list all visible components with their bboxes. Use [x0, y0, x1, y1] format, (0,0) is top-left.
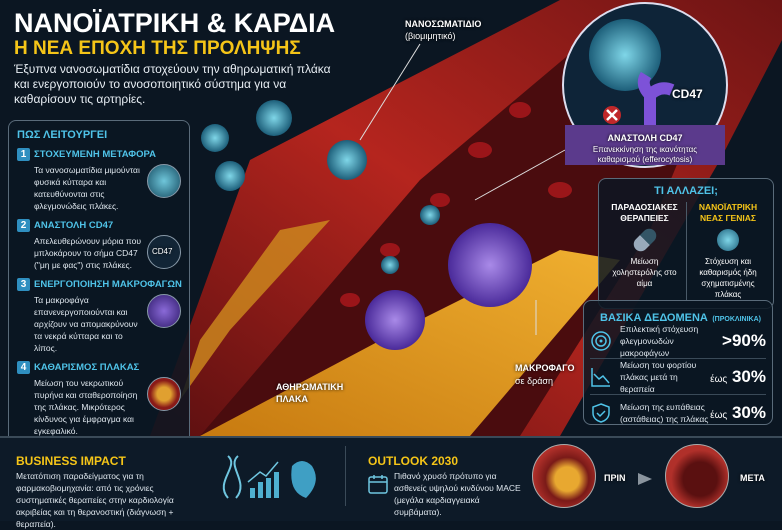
after-artery-image — [665, 444, 729, 508]
trend-down-icon — [591, 367, 610, 387]
traditional-text: Μείωση χοληστερόλης στο αίμα — [612, 257, 677, 288]
plaque-thumb — [147, 377, 181, 411]
how-title: ΠΩΣ ΛΕΙΤΟΥΡΓΕΙ — [17, 129, 108, 141]
change-title: ΤΙ ΑΛΛΑΖΕΙ; — [654, 185, 718, 197]
nanoparticle-thumb — [147, 164, 181, 198]
arrow-icon — [638, 473, 652, 485]
what-changes-panel: ΤΙ ΑΛΛΑΖΕΙ; ΠΑΡΑΔΟΣΙΑΚΕΣ ΘΕΡΑΠΕΙΕΣ Μείωσ… — [598, 178, 774, 309]
cd47-thumb: CD47 — [147, 235, 181, 269]
data-row: Μείωση του φορτίου πλάκας μετά τη θεραπε… — [590, 359, 766, 395]
calendar-icon — [368, 475, 388, 494]
zoom-title: ΑΝΑΣΤΟΛΗ CD47 — [607, 133, 683, 143]
target-icon — [591, 330, 611, 351]
dna-icon — [222, 455, 242, 499]
divider — [345, 446, 346, 506]
before-artery-image — [532, 444, 596, 508]
page-title: ΝΑΝΟΪΑΤΡΙΚΗ & ΚΑΡΔΙΑ — [14, 8, 336, 38]
bottom-bar: BUSINESS IMPACT Μετατόπιση παραδείγματος… — [0, 436, 782, 529]
nano-title: ΝΑΝΟΪΑΤΡΙΚΗ ΝΕΑΣ ΓΕΝΙΑΣ — [698, 202, 758, 223]
key-data-panel: ΒΑΣΙΚΑ ΔΕΔΟΜΕΝΑ (ΠΡΟΚΛΙΝΙΚΑ) Επιλεκτική … — [583, 300, 773, 425]
nano-text: Στόχευση και καθαρισμός ήδη σχηματισμένη… — [699, 257, 757, 299]
nanoparticle-icon — [717, 229, 739, 251]
data-title: ΒΑΣΙΚΑ ΔΕΔΟΜΕΝΑ — [600, 312, 708, 324]
business-text: Μετατόπιση παραδείγματος για τη φαρμακοβ… — [16, 471, 174, 529]
page-description: Έξυπνα νανοσωματίδια στοχεύουν την αθηρω… — [14, 62, 331, 106]
business-title: BUSINESS IMPACT — [16, 454, 126, 468]
data-row: Επιλεκτική στόχευση φλεγμονωδών μακροφάγ… — [590, 323, 766, 359]
outlook-text: Πιθανό χρυσό πρότυπο για ασθενείς υψηλού… — [394, 471, 521, 517]
macrophage-sublabel: σε δράση — [515, 376, 553, 386]
macrophage-thumb — [147, 294, 181, 328]
cd47-label: CD47 — [672, 87, 703, 101]
macrophage-label: ΜΑΚΡΟΦΑΓΟ — [515, 363, 575, 373]
after-label: ΜΕΤΑ — [740, 473, 765, 483]
nanoparticle-sublabel: (βιομιμητικό) — [405, 31, 456, 41]
nanoparticle-label: ΝΑΝΟΣΩΜΑΤΙΔΙΟ — [405, 19, 482, 29]
before-label: ΠΡΙΝ — [604, 473, 626, 483]
nanoparticles — [201, 100, 440, 274]
data-title-note: (ΠΡΟΚΛΙΝΙΚΑ) — [712, 316, 761, 323]
page-subtitle: Η ΝΕΑ ΕΠΟΧΗ ΤΗΣ ΠΡΟΛΗΨΗΣ — [14, 38, 301, 59]
macrophage — [448, 223, 532, 307]
zoom-text: Επανεκκίνηση της ικανότητας καθαρισμού (… — [592, 145, 698, 164]
heart-icon — [291, 461, 316, 498]
growth-chart-icon — [247, 461, 279, 498]
business-icons — [222, 455, 316, 499]
data-row: Μείωση της ευπάθειας (αστάθειας) της πλά… — [590, 395, 766, 431]
shield-check-icon — [592, 403, 610, 423]
pill-icon — [630, 225, 659, 255]
traditional-title: ΠΑΡΑΔΟΣΙΑΚΕΣ ΘΕΡΑΠΕΙΕΣ — [611, 202, 678, 223]
outlook-title: OUTLOOK 2030 — [368, 454, 459, 468]
